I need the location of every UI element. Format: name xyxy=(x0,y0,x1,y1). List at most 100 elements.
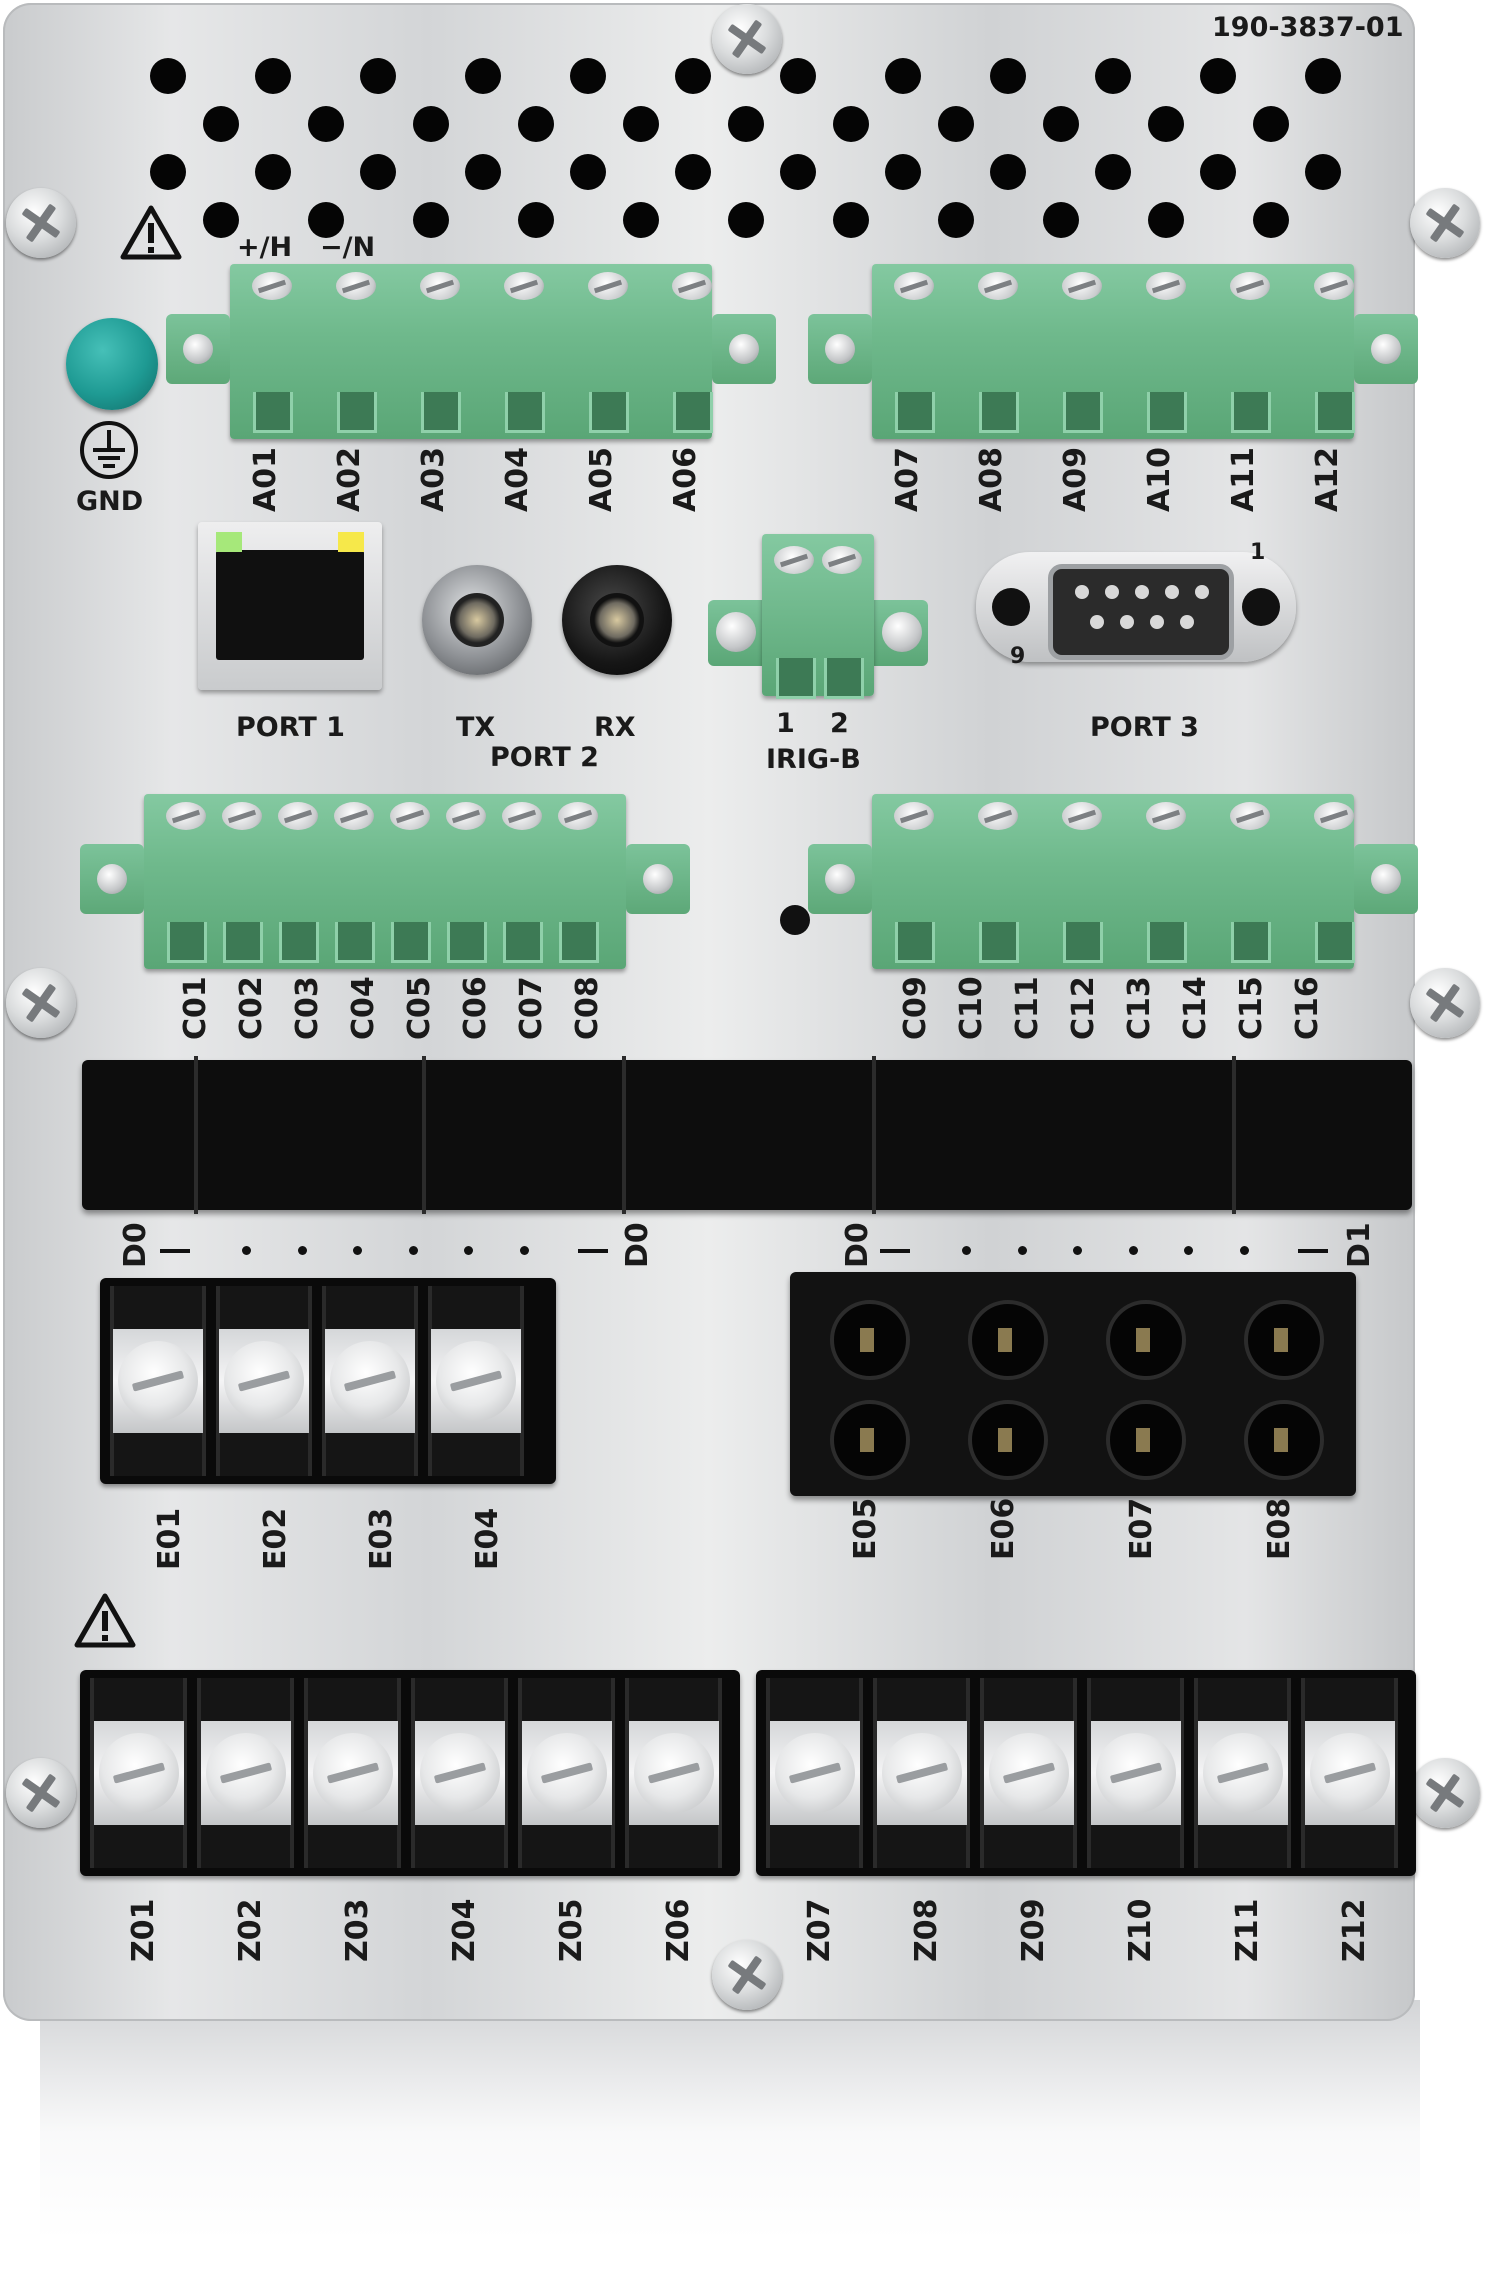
terminal-screw[interactable] xyxy=(98,1733,179,1813)
terminal-screw[interactable] xyxy=(1314,802,1354,830)
vent-hole xyxy=(938,106,974,142)
terminal-screw[interactable] xyxy=(1146,272,1186,300)
vent-hole xyxy=(465,154,501,190)
ethernet-port[interactable] xyxy=(198,522,382,690)
contact-bar xyxy=(578,1249,608,1253)
irig-b-connector[interactable] xyxy=(762,534,874,699)
vent-hole xyxy=(1095,154,1131,190)
terminal-screw[interactable] xyxy=(334,802,374,830)
db9-pin xyxy=(1150,615,1164,629)
vent-hole xyxy=(360,58,396,94)
terminal-screw[interactable] xyxy=(1062,802,1102,830)
terminal-screw[interactable] xyxy=(633,1733,714,1813)
terminal-label: A02 xyxy=(332,447,367,512)
vent-hole xyxy=(885,154,921,190)
screw-icon xyxy=(6,968,76,1038)
terminal-screw[interactable] xyxy=(1314,272,1354,300)
irig-pin-2: 2 xyxy=(830,708,849,739)
vent-hole xyxy=(308,202,344,238)
terminal-screw[interactable] xyxy=(252,272,292,300)
panel-reflection xyxy=(40,2000,1420,2240)
terminal-screw[interactable] xyxy=(118,1341,198,1421)
terminal-screw[interactable] xyxy=(1202,1733,1283,1813)
terminal-screw[interactable] xyxy=(672,272,712,300)
terminal-label: C12 xyxy=(1066,976,1101,1040)
db9-pin xyxy=(1195,585,1209,599)
contact-strip xyxy=(82,1056,1412,1214)
fiber-rx-connector[interactable] xyxy=(562,565,672,675)
contact-dot xyxy=(353,1246,363,1255)
contact-bar xyxy=(1298,1249,1328,1253)
ground-icon xyxy=(80,421,138,479)
port3-label: PORT 3 xyxy=(1090,712,1199,743)
terminal-label: A09 xyxy=(1058,447,1093,512)
vent-hole xyxy=(1043,202,1079,238)
terminal-label: Z08 xyxy=(909,1898,944,1962)
terminal-screw[interactable] xyxy=(502,802,542,830)
terminal-screw[interactable] xyxy=(1062,272,1102,300)
terminal-screw[interactable] xyxy=(446,802,486,830)
terminal-label: A10 xyxy=(1142,447,1177,512)
screw-terminal-block xyxy=(100,1278,556,1484)
terminal-screw[interactable] xyxy=(978,802,1018,830)
terminal-screw[interactable] xyxy=(978,272,1018,300)
terminal-screw[interactable] xyxy=(166,802,206,830)
port3-pin-9: 9 xyxy=(1010,644,1026,669)
vent-hole xyxy=(150,58,186,94)
terminal-screw[interactable] xyxy=(1095,1733,1176,1813)
vent-hole xyxy=(308,106,344,142)
terminal-screw[interactable] xyxy=(1146,802,1186,830)
fiber-tx-connector[interactable] xyxy=(422,565,532,675)
d-label-4: D1 xyxy=(1342,1222,1377,1268)
terminal-screw[interactable] xyxy=(558,802,598,830)
screw-icon xyxy=(6,1758,76,1828)
terminal-screw[interactable] xyxy=(1230,272,1270,300)
db9-pin xyxy=(1075,585,1089,599)
terminal-label: C16 xyxy=(1290,976,1325,1040)
terminal-screw[interactable] xyxy=(894,272,934,300)
contact-dot xyxy=(1017,1246,1027,1255)
terminal-screw[interactable] xyxy=(312,1733,393,1813)
terminal-screw[interactable] xyxy=(222,802,262,830)
terminal-screw[interactable] xyxy=(988,1733,1069,1813)
terminal-screw[interactable] xyxy=(774,1733,855,1813)
terminal-screw[interactable] xyxy=(436,1341,516,1421)
terminal-screw[interactable] xyxy=(894,802,934,830)
terminal-screw[interactable] xyxy=(390,802,430,830)
terminal-screw[interactable] xyxy=(588,272,628,300)
terminal-screw[interactable] xyxy=(205,1733,286,1813)
vent-hole xyxy=(623,202,659,238)
terminal-screw[interactable] xyxy=(420,272,460,300)
terminal-screw[interactable] xyxy=(881,1733,962,1813)
terminal-label: A06 xyxy=(668,447,703,512)
terminal-label: A07 xyxy=(890,447,925,512)
terminal-label: E08 xyxy=(1262,1497,1297,1560)
serial-port-shell[interactable] xyxy=(976,552,1296,662)
terminal-screw[interactable] xyxy=(526,1733,607,1813)
vent-hole xyxy=(780,154,816,190)
terminal-screw[interactable] xyxy=(330,1341,410,1421)
ground-stud[interactable] xyxy=(66,318,158,410)
terminal-screw[interactable] xyxy=(504,272,544,300)
vent-hole xyxy=(1253,202,1289,238)
tx-label: TX xyxy=(456,712,496,743)
terminal-screw[interactable] xyxy=(224,1341,304,1421)
vent-hole xyxy=(990,154,1026,190)
terminal-screw[interactable] xyxy=(278,802,318,830)
vent-hole xyxy=(1148,202,1184,238)
vent-hole xyxy=(360,154,396,190)
contact-dot xyxy=(962,1246,971,1255)
screw-icon xyxy=(712,1940,782,2010)
db9-pin xyxy=(1090,615,1104,629)
terminal-screw[interactable] xyxy=(1230,802,1270,830)
terminal-screw[interactable] xyxy=(336,272,376,300)
db9-pin xyxy=(1135,585,1149,599)
terminal-screw[interactable] xyxy=(419,1733,500,1813)
terminal-screw[interactable] xyxy=(1309,1733,1390,1813)
socket[interactable] xyxy=(1106,1300,1186,1380)
terminal-label: C09 xyxy=(898,976,933,1040)
vent-hole xyxy=(518,106,554,142)
terminal-label: C06 xyxy=(458,976,493,1040)
vent-hole xyxy=(1200,58,1236,94)
terminal-label: C14 xyxy=(1178,976,1213,1040)
